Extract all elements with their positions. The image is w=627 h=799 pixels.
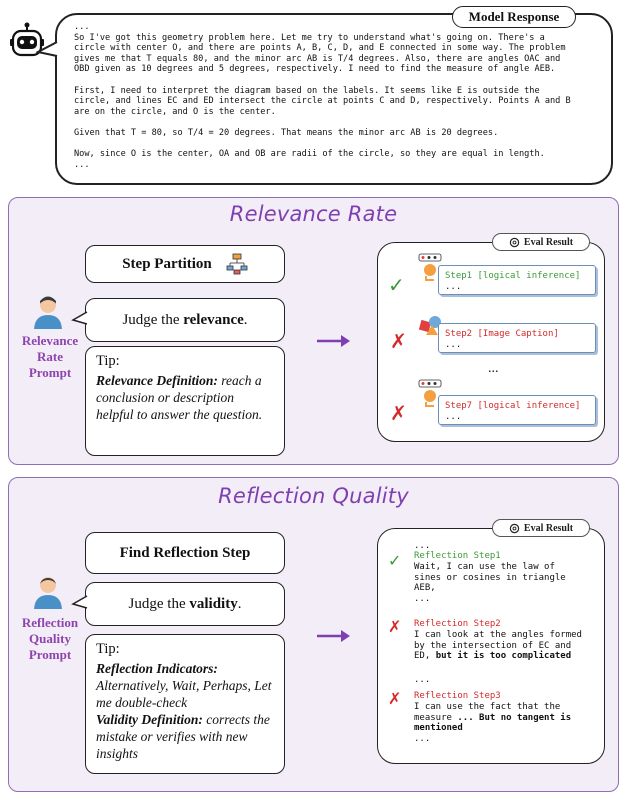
reflection-prompt-label: Reflection Quality Prompt xyxy=(21,615,79,662)
relevance-tip-box: Tip: Relevance Definition: reach a concl… xyxy=(85,346,285,456)
flowchart-icon xyxy=(226,253,248,275)
result-step-card: Step1 [logical inference] ... xyxy=(438,265,596,295)
wrong-mark: ✗ xyxy=(388,617,402,636)
model-response-text: ... So I've got this geometry problem he… xyxy=(74,22,571,170)
openai-icon xyxy=(509,237,520,247)
model-response-title: Model Response xyxy=(452,6,576,28)
correct-mark: ✓ xyxy=(388,551,402,570)
judge-relevance-box: Judge the relevance. xyxy=(85,298,285,342)
openai-icon xyxy=(509,523,520,533)
relevance-arrow xyxy=(317,335,350,347)
result-step-card: Step2 [Image Caption] ... xyxy=(438,323,596,353)
ellipsis: ... xyxy=(414,541,431,551)
reasoning-head-icon xyxy=(418,253,442,281)
relevance-panel: Relevance Rate Relevance Rate Prompt Ste… xyxy=(8,197,619,465)
step-partition-box: Step Partition xyxy=(85,245,285,283)
wrong-mark: ✗ xyxy=(390,329,407,353)
reflection-arrow xyxy=(317,630,350,642)
robot-icon xyxy=(10,22,44,57)
person-icon xyxy=(34,296,62,329)
find-reflection-step-box: Find Reflection Step xyxy=(85,532,285,574)
eval-result-tag: Eval Result xyxy=(492,233,590,251)
judge-validity-box: Judge the validity. xyxy=(85,582,285,626)
reflection-tip-box: Tip: Reflection Indicators: Alternativel… xyxy=(85,634,285,774)
relevance-prompt-label: Relevance Rate Prompt xyxy=(21,333,79,380)
reflection-title: Reflection Quality xyxy=(218,484,409,508)
relevance-title: Relevance Rate xyxy=(229,202,398,226)
reflection-step-2: Reflection Step2 I can look at the angle… xyxy=(414,619,582,662)
judge-bubble-tail xyxy=(71,595,88,609)
result-step-card: Step7 [logical inference] ... xyxy=(438,395,596,425)
relevance-eval-result: Eval Result ✓ Step1 [logical inference] … xyxy=(377,233,605,442)
reflection-eval-result: Eval Result ... ✓ Reflection Step1 Wait,… xyxy=(377,519,605,764)
ellipsis: ... xyxy=(488,361,499,376)
person-icon xyxy=(34,577,62,609)
reflection-panel: Reflection Quality Reflection Quality Pr… xyxy=(8,477,619,792)
speech-tail xyxy=(36,41,58,57)
model-response-bubble xyxy=(55,13,613,185)
ellipsis: ... xyxy=(414,675,431,685)
wrong-mark: ✗ xyxy=(390,401,407,425)
reasoning-head-icon xyxy=(418,379,442,407)
reflection-step-3: Reflection Step3 I can use the fact that… xyxy=(414,691,572,745)
correct-mark: ✓ xyxy=(388,273,405,297)
wrong-mark: ✗ xyxy=(388,689,402,708)
reflection-step-1: Reflection Step1 Wait, I can use the law… xyxy=(414,551,566,605)
eval-result-tag: Eval Result xyxy=(492,519,590,537)
judge-bubble-tail xyxy=(71,311,88,325)
